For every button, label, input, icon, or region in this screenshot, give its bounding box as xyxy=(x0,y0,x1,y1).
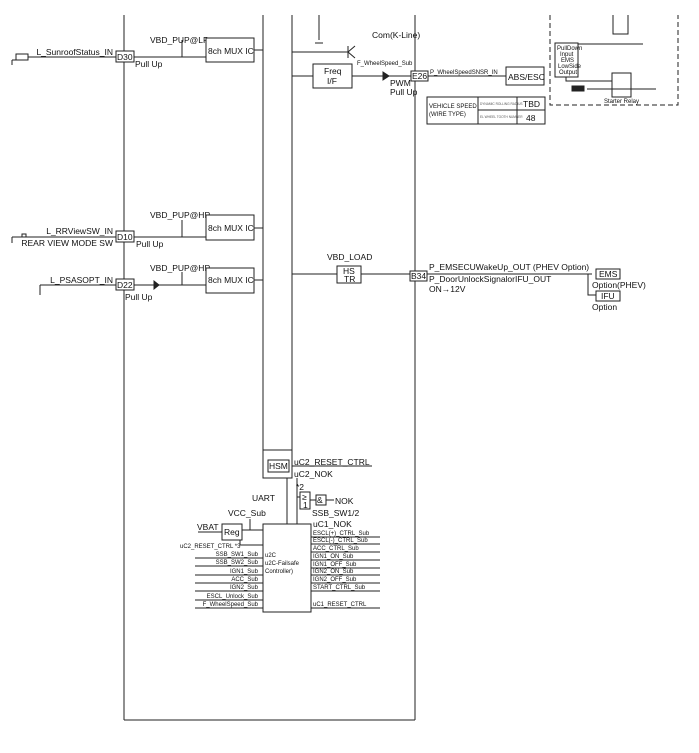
diode-icon xyxy=(382,71,390,81)
pin-label: B34 xyxy=(411,271,426,281)
vcc-label: VCC_Sub xyxy=(228,508,266,518)
module-frame xyxy=(123,15,416,721)
svg-text:LowSide: LowSide xyxy=(558,64,582,70)
pullup-label: Pull Up xyxy=(390,87,418,97)
abs-esc-box: ABS/ESC xyxy=(508,72,545,82)
signal-label: uC2_RESET_CTRL *3 xyxy=(180,544,241,550)
uart-label: UART xyxy=(252,493,275,503)
output-signal-label: uC1_NOK xyxy=(313,519,352,529)
input-signal-label: IGN1_Sub xyxy=(230,569,259,575)
input-signal-label: SSB_SW2_Sub xyxy=(216,560,259,566)
switch-icon xyxy=(15,53,29,61)
psasopt-input: L_PSASOPT_IN D22 Pull Up VBD_PUP@HP 8ch … xyxy=(39,263,263,302)
signal-label: L_RRViewSW_IN xyxy=(46,226,113,236)
option-label: Option(PHEV) xyxy=(592,280,646,290)
signal-label: L_PSASOPT_IN xyxy=(50,275,113,285)
output-signal-label: START_CTRL_Sub xyxy=(313,585,366,591)
or-gate: ≥ xyxy=(302,492,307,502)
mux-ic: 8ch MUX IC xyxy=(208,46,254,56)
signal-label: P_WheelSpeedSNSR_IN xyxy=(430,70,498,76)
hsm-box: HSM xyxy=(269,461,288,471)
supply-label: VBD_PUP@HP xyxy=(150,210,210,220)
input-signal-label: ACC_Sub xyxy=(231,577,258,583)
supply-label: VBD_LOAD xyxy=(327,252,372,262)
pin-label: D22 xyxy=(117,280,133,290)
starter-relay-label: Starter Relay xyxy=(604,99,639,105)
option-label: Option xyxy=(592,302,617,312)
com-label: Com(K-Line) xyxy=(372,30,420,40)
svg-text:Output: Output xyxy=(559,70,577,76)
freq-label-2: I/F xyxy=(327,76,337,86)
input-signal-label: SSB_SW1_Sub xyxy=(216,552,259,558)
signal-label: P_EMSECUWakeUp_OUT (PHEV Option) xyxy=(429,262,589,272)
output-signal-label: uC1_RESET_CTRL xyxy=(313,602,367,608)
mux-ic: 8ch MUX IC xyxy=(208,223,254,233)
mux-ic: 8ch MUX IC xyxy=(208,275,254,285)
vehicle-speed-table: VEHICLE SPEED (WIRE TYPE) DYNAMIC ROLLING… xyxy=(426,96,546,125)
controller-label: u2C xyxy=(265,553,277,559)
supply-label: VBD_PUP@LP xyxy=(150,35,209,45)
signal-label: L_SunroofStatus_IN xyxy=(36,47,113,57)
diode-icon xyxy=(153,279,160,291)
table-title: VEHICLE SPEED xyxy=(429,104,477,110)
svg-text:EMS: EMS xyxy=(561,58,574,64)
output-signal-label: ESCL(+)_CTRL_Sub xyxy=(313,531,370,537)
signal-label: ON→12V xyxy=(429,284,466,294)
vbat-label: VBAT xyxy=(197,522,219,532)
pwm-label: PWM xyxy=(390,78,411,88)
nok-label: NOK xyxy=(335,496,354,506)
pullup-label: Pull Up xyxy=(136,239,164,249)
rrview-input: L_RRViewSW_IN REAR VIEW MODE SW D10 Pull… xyxy=(11,210,263,249)
output-signal-label: IGN1_OFF_Sub xyxy=(313,562,357,568)
table-value: 48 xyxy=(526,113,536,123)
output-signal-label: IGN2_ON_Sub xyxy=(313,569,354,575)
output-signal-label: IGN2_OFF_Sub xyxy=(313,577,357,583)
svg-text:PullDown: PullDown xyxy=(557,46,582,52)
controller-label: u2C-Failsafe xyxy=(265,561,300,567)
note-label: *2 xyxy=(296,482,304,492)
output-signal-label: ESCL(-)_CTRL_Sub xyxy=(313,538,368,544)
table-value: TBD xyxy=(523,99,540,109)
sunroof-input: L_SunroofStatus_IN D30 Pull Up VBD_PUP@L… xyxy=(11,35,263,69)
failsafe-section: HSM uC2_RESET_CTRL uC2_NOK *2 ≥1 & NOK S… xyxy=(180,449,380,613)
tr-label: TR xyxy=(344,274,355,284)
switch-label: REAR VIEW MODE SW xyxy=(21,238,113,248)
and-gate: & xyxy=(317,495,323,505)
ems-box: EMS xyxy=(599,269,618,279)
pin-label: D10 xyxy=(117,232,133,242)
sub-label: F_WheelSpeed_Sub xyxy=(357,61,413,67)
svg-text:Input: Input xyxy=(560,52,574,58)
or-gate-label: 1 xyxy=(303,500,308,510)
failsafe-controller xyxy=(262,523,312,613)
ifu-box: IFU xyxy=(601,291,615,301)
input-signal-label: ESCL_Unlock_Sub xyxy=(207,594,259,600)
tr-label: HS xyxy=(343,266,355,276)
signal-label: P_DoorUnlockSignalorIFU_OUT xyxy=(429,274,551,284)
pullup-label: Pull Up xyxy=(125,292,153,302)
pullup-label: Pull Up xyxy=(135,59,163,69)
pin-label: E26 xyxy=(412,71,427,81)
supply-label: VBD_PUP@HP xyxy=(150,263,210,273)
signal-label: uC2_NOK xyxy=(294,469,333,479)
signal-label: uC2_RESET_CTRL xyxy=(294,457,370,467)
freq-label: Freq xyxy=(324,66,342,76)
input-signal-label: IGN2_Sub xyxy=(230,585,259,591)
input-signal-label: F_WheelSpeed_Sub xyxy=(203,602,259,608)
pin-label: D30 xyxy=(117,52,133,62)
table-label: EL WHEEL TOOTH NUMBER xyxy=(480,115,523,119)
reg-box: Reg xyxy=(224,527,240,537)
table-label: DYNAMIC ROLLING RADIUS xyxy=(480,102,523,106)
output-signal-label: ACC_CTRL_Sub xyxy=(313,546,359,552)
table-title-2: (WIRE TYPE) xyxy=(429,112,466,118)
output-signal-label: IGN1_ON_Sub xyxy=(313,554,354,560)
controller-label: Controller) xyxy=(265,569,293,575)
ssb-label: SSB_SW1/2 xyxy=(312,508,360,518)
